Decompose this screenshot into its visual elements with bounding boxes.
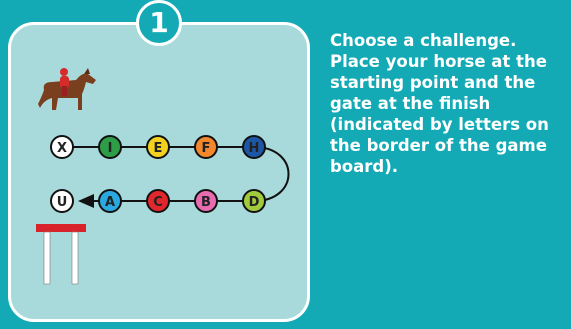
path-node-i: I (99, 136, 121, 158)
path-node-e: E (147, 136, 169, 158)
path-node-f: F (195, 136, 217, 158)
instructions-text: Choose a challenge. Place your horse at … (330, 30, 568, 177)
path-node-letter: D (249, 195, 260, 210)
path-node-letter: H (249, 141, 260, 156)
path-node-x: X (51, 136, 73, 158)
path-node-letter: C (153, 195, 163, 210)
step-number-badge: 1 (136, 0, 182, 46)
path-node-a: A (99, 190, 121, 212)
path-node-h: H (243, 136, 265, 158)
path-node-u: U (51, 190, 73, 212)
gate-icon (36, 224, 86, 284)
path-arrowhead-icon (78, 194, 94, 208)
path-node-letter: X (57, 141, 67, 156)
path-node-letter: B (201, 195, 211, 210)
path-node-letter: I (108, 141, 113, 156)
path-node-letter: U (57, 195, 68, 210)
path-node-letter: F (202, 141, 211, 156)
path-node-d: D (243, 190, 265, 212)
path-node-letter: E (154, 141, 163, 156)
path-node-c: C (147, 190, 169, 212)
horse-rider-icon (38, 68, 96, 110)
path-node-letter: A (105, 195, 115, 210)
path-node-b: B (195, 190, 217, 212)
